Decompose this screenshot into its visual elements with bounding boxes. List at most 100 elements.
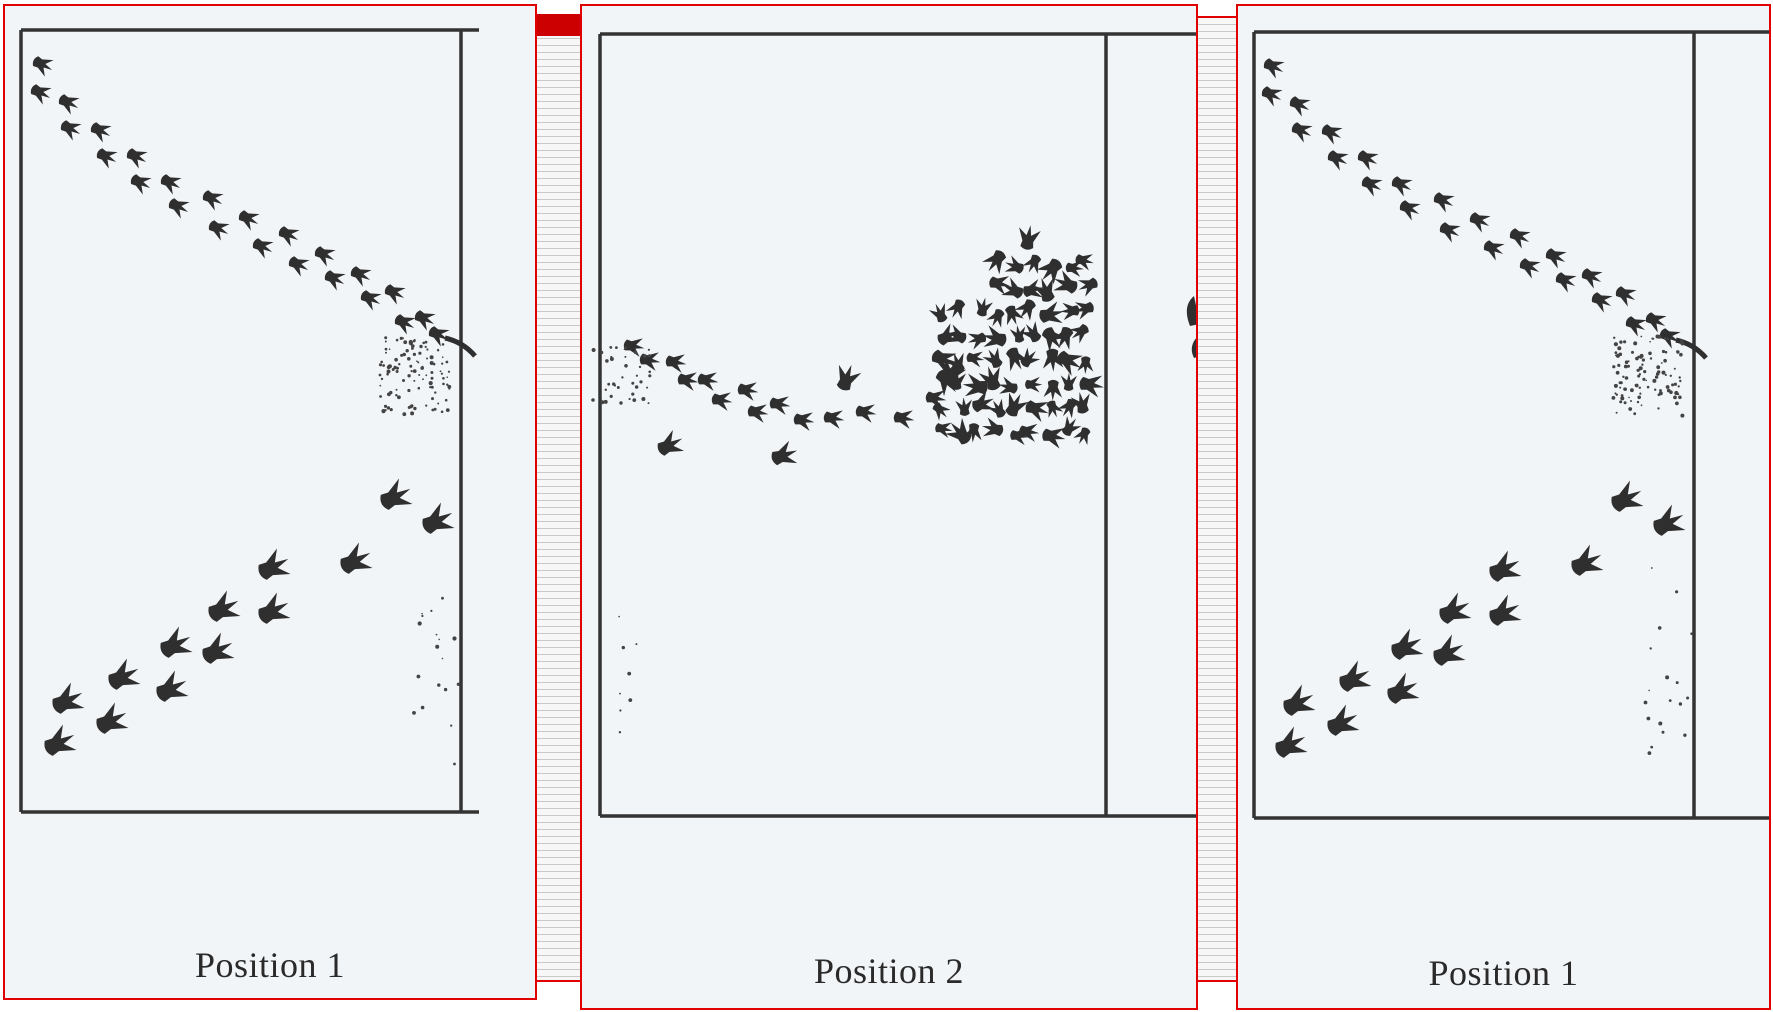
dinosaur-footprint-icon [945, 299, 966, 320]
speck [389, 408, 393, 412]
speck [1666, 385, 1668, 388]
speck [1615, 353, 1620, 358]
speck [411, 347, 414, 350]
speck [607, 382, 611, 386]
speck [420, 705, 425, 710]
dinosaur-footprint-icon [202, 190, 224, 211]
speck [402, 337, 404, 340]
dinosaur-footprint-icon [1555, 272, 1577, 293]
speck [416, 674, 421, 679]
dinosaur-footprint-icon [52, 682, 85, 714]
speck [424, 340, 428, 344]
dinosaur-footprint-icon [1001, 277, 1024, 299]
dinosaur-footprint-icon [160, 174, 182, 195]
speck [643, 354, 647, 359]
speck [635, 643, 638, 646]
dinosaur-footprint-icon [258, 548, 291, 580]
footprint-tracks [623, 225, 1196, 466]
dinosaur-footprint-icon [252, 238, 274, 259]
speck [1649, 357, 1653, 360]
dinosaur-footprint-icon [982, 325, 1007, 347]
speck [1633, 412, 1637, 416]
panel-position-1-left: Position 1 [3, 4, 537, 1000]
dinosaur-footprint-icon [1005, 392, 1029, 417]
speck [405, 349, 409, 353]
dinosaur-footprint-icon [966, 351, 985, 368]
speck [1617, 346, 1622, 351]
dinosaur-footprint-icon [823, 410, 845, 429]
dinosaur-footprint-icon [1439, 222, 1461, 243]
speck [615, 346, 618, 349]
speck [1627, 364, 1630, 368]
speck [1637, 395, 1641, 400]
speck [378, 363, 383, 367]
speck [1673, 382, 1677, 386]
speck [1649, 647, 1652, 650]
speck [1650, 745, 1654, 749]
speck [1641, 363, 1644, 366]
speck [1661, 370, 1666, 375]
speck [382, 364, 385, 367]
dinosaur-footprint-icon [1653, 504, 1686, 536]
dinosaur-footprint-icon [945, 352, 965, 373]
dinosaur-footprint-icon [394, 314, 416, 335]
speck [402, 379, 405, 382]
connector-strip-left-cap [536, 14, 581, 36]
speck [1619, 400, 1623, 404]
speck [1613, 342, 1618, 347]
speck [398, 363, 401, 366]
dinosaur-footprint-icon [677, 372, 699, 391]
dinosaur-footprint-icon [1050, 326, 1074, 350]
speck [430, 385, 434, 389]
dinosaur-footprint-icon [30, 84, 52, 105]
dinosaur-footprint-icon [1391, 628, 1424, 660]
trackway-frame [598, 32, 1196, 818]
speck [1650, 567, 1653, 569]
dinosaur-footprint-icon [893, 410, 915, 429]
dinosaur-footprint-icon [1032, 277, 1055, 302]
dinosaur-footprint-icon [1065, 260, 1084, 277]
dinosaur-footprint-icon [946, 324, 967, 344]
speck [435, 644, 440, 649]
connector-strip-left [536, 18, 581, 980]
dinosaur-footprint-icon [982, 347, 1003, 368]
speck [1645, 379, 1647, 382]
speck [604, 388, 607, 391]
dinosaur-footprint-icon [1615, 286, 1637, 307]
speck [384, 336, 388, 340]
speck [426, 357, 428, 360]
speck [634, 385, 639, 389]
dinosaur-footprint-icon [1043, 379, 1063, 401]
dinosaur-footprint-icon [1391, 176, 1413, 197]
dinosaur-footprint-icon [1074, 301, 1094, 320]
speck [412, 369, 417, 373]
speck [1643, 370, 1647, 374]
speck [433, 407, 437, 411]
speck [1643, 700, 1648, 705]
speck [1652, 378, 1657, 383]
dinosaur-footprint-icon [1263, 58, 1285, 79]
speck [1638, 366, 1643, 371]
speck [1657, 626, 1662, 630]
speck [1675, 590, 1679, 594]
speck [1657, 370, 1661, 374]
speck [648, 354, 651, 357]
dinosaur-footprint-icon [1061, 415, 1082, 436]
speck [1613, 383, 1618, 388]
speck [1683, 733, 1687, 737]
dinosaur-footprint-icon [208, 220, 230, 241]
speck [418, 351, 422, 355]
speck [1678, 702, 1683, 706]
speck [379, 395, 382, 398]
dinosaur-footprint-icon [747, 404, 769, 423]
speck [428, 381, 433, 386]
speck [1614, 351, 1618, 354]
speck [1623, 401, 1627, 405]
speck [639, 380, 643, 384]
speck [1686, 696, 1690, 700]
dinosaur-footprint-icon [998, 376, 1018, 394]
speck [631, 381, 635, 385]
speck [425, 404, 428, 407]
speck [383, 404, 388, 408]
dinosaur-footprint-icon [1019, 423, 1040, 442]
